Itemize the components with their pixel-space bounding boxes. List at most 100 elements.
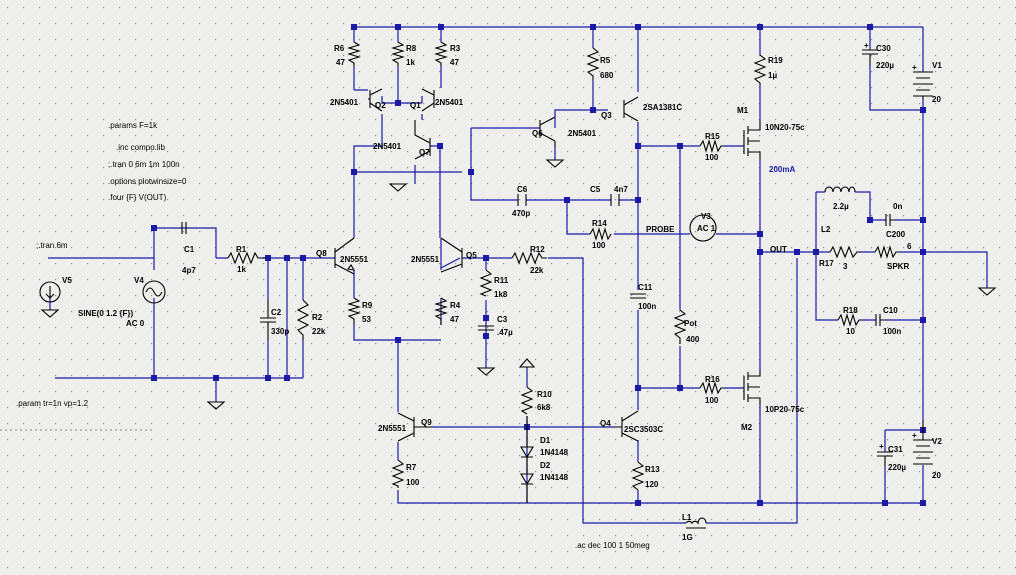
r13-ref[interactable]: R13 [645,465,660,474]
q1-model[interactable]: 2N5401 [435,98,464,107]
d1-model[interactable]: 1N4148 [540,448,569,457]
q9-ref[interactable]: Q9 [421,418,432,427]
r8-ref[interactable]: R8 [406,44,417,53]
d2-ref[interactable]: D2 [540,461,551,470]
v2-ref[interactable]: V2 [932,437,942,446]
q6-model[interactable]: 2N5401 [568,129,597,138]
c6-ref[interactable]: C6 [517,185,528,194]
c2-value[interactable]: 330p [271,327,289,336]
r9-value[interactable]: 53 [362,315,371,324]
r6-value[interactable]: 47 [336,58,345,67]
m2-model[interactable]: 10P20-75c [765,405,805,414]
q3-model[interactable]: 2SA1381C [643,103,682,112]
q2-ref[interactable]: Q2 [375,101,386,110]
v3-ref[interactable]: V3 [701,212,711,221]
r19-ref[interactable]: R19 [768,56,783,65]
spkr-value[interactable]: 6 [907,242,912,251]
net-label-out[interactable]: OUT [770,245,787,254]
l1-ref[interactable]: L1 [682,513,692,522]
l2-ref[interactable]: L2 [821,225,831,234]
directive-ac[interactable]: .ac dec 100 1 50meg [575,541,650,550]
r6-ref[interactable]: R6 [334,44,345,53]
v4-ref[interactable]: V4 [134,276,144,285]
component-labels[interactable]: V1 20 V2 20 V3 AC 1 V4 SINE(0 1.2 {F}) A… [62,44,942,542]
r18-value[interactable]: 10 [846,327,855,336]
c10-value[interactable]: 100n [883,327,901,336]
c2-ref[interactable]: C2 [271,308,282,317]
c200-ref[interactable]: C200 [886,230,906,239]
m1-ref[interactable]: M1 [737,106,749,115]
r3-value[interactable]: 47 [450,58,459,67]
r15-value[interactable]: 100 [705,153,719,162]
r3-ref[interactable]: R3 [450,44,461,53]
directive-tran[interactable]: ;.tran 0 6m 1m 100n [108,160,180,169]
r1-value[interactable]: 1k [237,265,246,274]
c1-ref[interactable]: C1 [184,245,195,254]
q7-ref[interactable]: Q7 [419,148,430,157]
pot-ref[interactable]: Pot [684,319,697,328]
r8-value[interactable]: 1k [406,58,415,67]
r12-ref[interactable]: R12 [530,245,545,254]
q4-ref[interactable]: Q4 [600,419,611,428]
c200-value[interactable]: 0n [893,202,902,211]
c10-ref[interactable]: C10 [883,306,898,315]
c5-ref[interactable]: C5 [590,185,601,194]
c1-value[interactable]: 4p7 [182,266,196,275]
directive-params[interactable]: .params F=1k [108,121,158,130]
v4-value[interactable]: SINE(0 1.2 {F}) [78,309,133,318]
r2-ref[interactable]: R2 [312,313,323,322]
q6-ref[interactable]: Q6 [532,129,543,138]
r12-value[interactable]: 22k [530,266,544,275]
r16-value[interactable]: 100 [705,396,719,405]
q2-model[interactable]: 2N5401 [330,98,359,107]
q8-model[interactable]: 2N5551 [340,255,369,264]
r19-value[interactable]: 1µ [768,71,777,80]
c3-value[interactable]: .47µ [497,328,513,337]
r4-value[interactable]: 47 [450,315,459,324]
r11-ref[interactable]: R11 [494,276,509,285]
l2-value[interactable]: 2.2µ [833,202,849,211]
directive-options[interactable]: .options plotwinsize=0 [108,177,187,186]
c5-value[interactable]: 4n7 [614,185,628,194]
m1-model[interactable]: 10N20-75c [765,123,805,132]
q9-model[interactable]: 2N5551 [378,424,407,433]
q7-model[interactable]: 2N5401 [373,142,402,151]
c11-ref[interactable]: C11 [638,283,653,292]
v1-value[interactable]: 20 [932,95,941,104]
r16-ref[interactable]: R16 [705,375,720,384]
spkr-ref[interactable]: SPKR [887,262,909,271]
m2-ref[interactable]: M2 [741,423,753,432]
directive-param-tr[interactable]: .param tr=1n vp=1.2 [16,399,89,408]
q4-model[interactable]: 2SC3503C [624,425,663,434]
c6-value[interactable]: 470p [512,209,530,218]
r10-ref[interactable]: R10 [537,390,552,399]
r4-ref[interactable]: R4 [450,301,461,310]
l1-value[interactable]: 1G [682,533,693,542]
c11-value[interactable]: 100n [638,302,656,311]
v5-ref[interactable]: V5 [62,276,72,285]
q8-ref[interactable]: Q8 [316,249,327,258]
d1-ref[interactable]: D1 [540,436,551,445]
spice-directives[interactable]: .params F=1k .inc compo.lib ;.tran 0 6m … [16,121,650,550]
r2-value[interactable]: 22k [312,327,326,336]
directive-inc[interactable]: .inc compo.lib [116,143,165,152]
r7-ref[interactable]: R7 [406,463,417,472]
d2-model[interactable]: 1N4148 [540,473,569,482]
directive-four[interactable]: .four {F} V(OUT) [108,193,167,202]
c30-value[interactable]: 220µ [876,61,894,70]
q3-ref[interactable]: Q3 [601,111,612,120]
net-label-probe[interactable]: PROBE [646,225,675,234]
current-annotation[interactable]: 200mA [769,165,795,174]
r13-value[interactable]: 120 [645,480,659,489]
pot-value[interactable]: 400 [686,335,700,344]
directive-tran-6m[interactable]: ;.tran 6m [36,241,68,250]
q1-ref[interactable]: Q1 [410,101,421,110]
r9-ref[interactable]: R9 [362,301,373,310]
r15-ref[interactable]: R15 [705,132,720,141]
r7-value[interactable]: 100 [406,478,420,487]
c31-ref[interactable]: C31 [888,445,903,454]
c3-ref[interactable]: C3 [497,315,508,324]
q5-ref[interactable]: Q5 [466,251,477,260]
r11-value[interactable]: 1k8 [494,290,508,299]
r5-ref[interactable]: R5 [600,56,611,65]
